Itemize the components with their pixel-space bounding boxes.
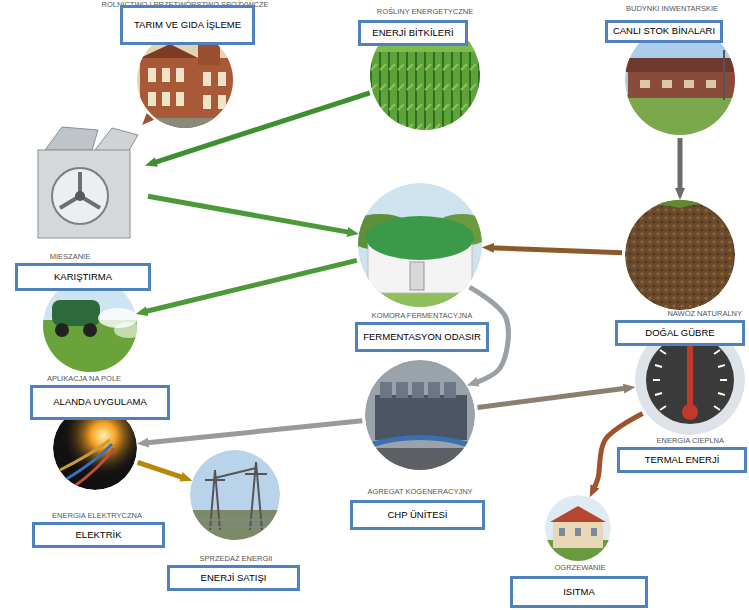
- label-box: KARIŞTIRMA: [15, 263, 151, 291]
- field-application-picture: [40, 278, 142, 375]
- polish-label-holder: KOMORA FERMENTACYJNA: [372, 312, 472, 320]
- label-box: CANLI STOK BİNALARI: [605, 20, 723, 43]
- label-box: FERMENTASYON ODASIR: [355, 322, 489, 352]
- picture-node: APLIKACJA NA POLEALANDA UYGULAMA: [43, 278, 137, 372]
- flow-arrow: [143, 260, 356, 312]
- turkish-label: TARIM VE GIDA İŞLEME: [134, 20, 241, 30]
- flow-arrow: [153, 93, 370, 163]
- picture-node: AGREGAT KOGENERACYJNYCHP ÜNİTESİ: [365, 360, 475, 470]
- heating-picture: [545, 495, 611, 565]
- polish-label-holder: MIESZANIE: [50, 253, 90, 261]
- polish-label: ROŚLINY ENERGETYCZNE: [377, 7, 474, 16]
- polish-label: BUDYNKI INWENTARSKIE: [626, 4, 718, 13]
- turkish-label: ENERJİ SATIŞI: [201, 573, 267, 583]
- polish-label-holder: BUDYNKI INWENTARSKIE: [626, 5, 718, 13]
- polish-label: SPRZEDAŻ ENERGII: [200, 554, 273, 563]
- polish-label: KOMORA FERMENTACYJNA: [372, 311, 472, 320]
- turkish-label: CHP ÜNİTESİ: [387, 510, 447, 520]
- polish-label-holder: OGRZEWANIE: [555, 564, 606, 572]
- picture-node: OGRZEWANIEISITMA: [545, 495, 611, 561]
- polish-label: ENERGIA CIEPLNA: [656, 436, 724, 445]
- label-box: DOĞAL GÜBRE: [615, 320, 745, 346]
- manure-picture: [620, 195, 740, 310]
- polish-label-holder: AGREGAT KOGENERACYJNY: [367, 488, 472, 496]
- turkish-label: ISITMA: [563, 587, 595, 597]
- picture-node: MIESZANIEKARIŞTIRMA: [25, 125, 145, 245]
- turkish-label: ELEKTRİK: [76, 530, 122, 540]
- picture-node: BUDYNKI INWENTARSKIECANLI STOK BİNALARI: [625, 25, 735, 135]
- label-box: TARIM VE GIDA İŞLEME: [120, 5, 255, 45]
- label-box: TERMAL ENERJİ: [617, 447, 747, 473]
- turkish-label: CANLI STOK BİNALARI: [613, 26, 715, 36]
- label-box: ALANDA UYGULAMA: [30, 385, 170, 420]
- flow-arrow: [478, 388, 628, 407]
- polish-label-holder: SPRZEDAŻ ENERGII: [200, 555, 273, 563]
- fermentation-chamber-picture: [345, 183, 492, 310]
- polish-label: ENERGIA ELEKTRYCZNA: [52, 511, 142, 520]
- chp-unit-picture: [365, 360, 475, 473]
- label-box: ENERJİ SATIŞI: [167, 565, 300, 591]
- label-box: CHP ÜNİTESİ: [350, 500, 485, 530]
- turkish-label: ENERJİ BİTKİLERİ: [372, 28, 453, 38]
- polish-label: NAWÓZ NATURALNY: [667, 309, 742, 318]
- turkish-label: KARIŞTIRMA: [54, 272, 112, 282]
- polish-label: OGRZEWANIE: [555, 563, 606, 572]
- mixer-picture: [38, 127, 138, 238]
- flow-arrow: [678, 138, 683, 192]
- polish-label: MIESZANIE: [50, 252, 90, 261]
- polish-label: APLIKACJA NA POLE: [47, 374, 121, 383]
- flow-arrow: [148, 117, 150, 119]
- turkish-label: ALANDA UYGULAMA: [53, 397, 146, 407]
- polish-label-holder: ENERGIA CIEPLNA: [656, 437, 724, 445]
- label-box: ELEKTRİK: [32, 522, 165, 548]
- polish-label-holder: ROŚLINY ENERGETYCZNE: [377, 8, 474, 16]
- picture-node: KOMORA FERMENTACYJNAFERMENTASYON ODASIR: [358, 183, 482, 307]
- flow-arrow: [490, 248, 622, 253]
- picture-node: ROLNICTWO I PRZETWÓRSTWO SPOŻYWCZETARIM …: [137, 32, 233, 128]
- energy-sales-picture: [190, 450, 280, 545]
- picture-node: NAWÓZ NATURALNYDOĞAL GÜBRE: [625, 200, 735, 310]
- factory-picture: [137, 30, 248, 133]
- turkish-label: FERMENTASYON ODASIR: [363, 332, 481, 342]
- flow-arrow: [148, 196, 351, 232]
- polish-label: AGREGAT KOGENERACYJNY: [367, 487, 472, 496]
- polish-label-holder: APLIKACJA NA POLE: [47, 375, 121, 383]
- turkish-label: DOĞAL GÜBRE: [645, 328, 714, 338]
- label-box: ISITMA: [510, 576, 648, 608]
- flow-arrow: [138, 462, 185, 478]
- picture-node: SPRZEDAŻ ENERGIIENERJİ SATIŞI: [190, 450, 280, 540]
- polish-label-holder: ENERGIA ELEKTRYCZNA: [52, 512, 142, 520]
- flow-arrow: [145, 421, 363, 443]
- polish-label-holder: NAWÓZ NATURALNY: [667, 310, 742, 318]
- turkish-label: TERMAL ENERJİ: [645, 455, 720, 465]
- label-box: ENERJİ BİTKİLERİ: [358, 20, 468, 46]
- picture-node: ROŚLINY ENERGETYCZNEENERJİ BİTKİLERİ: [370, 20, 480, 130]
